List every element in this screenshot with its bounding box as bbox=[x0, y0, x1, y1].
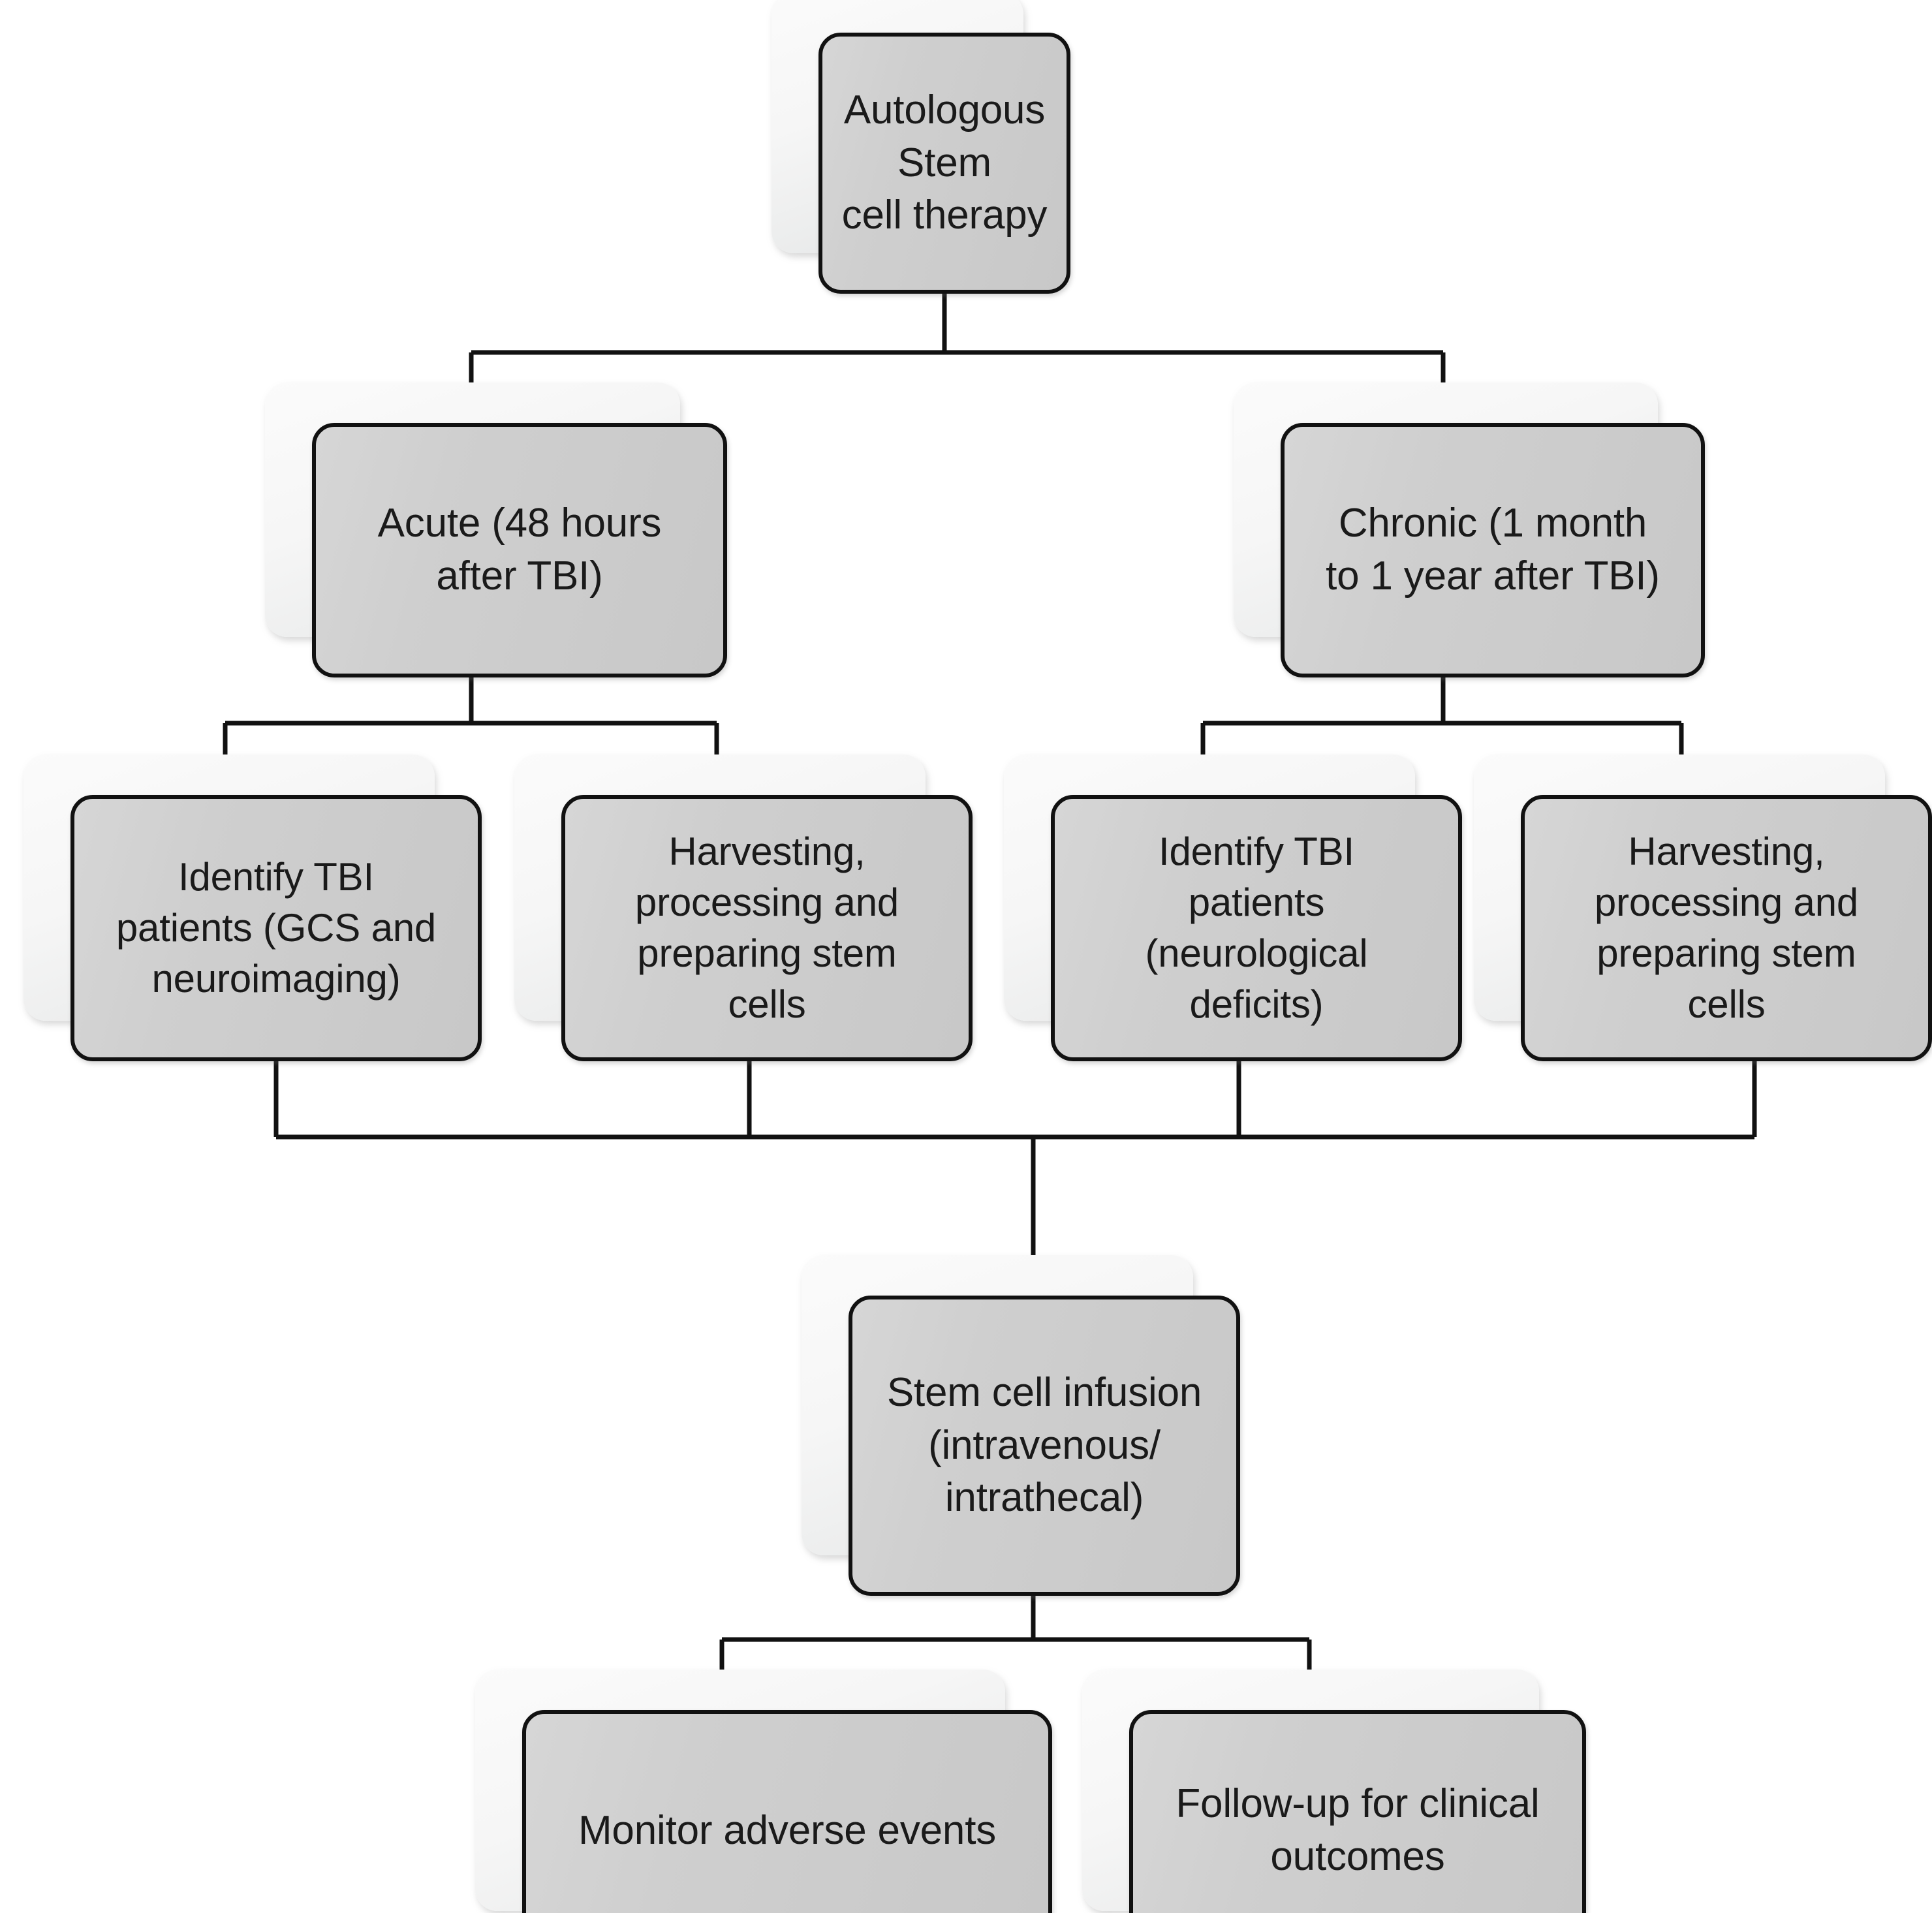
node-card[interactable]: Chronic (1 month to 1 year after TBI) bbox=[1281, 423, 1705, 677]
node-label: Identify TBI patients (GCS and neuroimag… bbox=[116, 855, 437, 1001]
node-followup-clinical-outcomes[interactable]: Follow-up for clinical outcomes bbox=[1082, 1670, 1586, 1913]
node-chronic-identify-tbi-patients[interactable]: Identify TBI patients (neurological defi… bbox=[1004, 754, 1462, 1061]
node-acute-identify-tbi-patients[interactable]: Identify TBI patients (GCS and neuroimag… bbox=[23, 754, 482, 1061]
node-chronic-harvesting-processing[interactable]: Harvesting, processing and preparing ste… bbox=[1474, 754, 1932, 1061]
node-card[interactable]: Identify TBI patients (GCS and neuroimag… bbox=[70, 795, 482, 1061]
node-label: Chronic (1 month to 1 year after TBI) bbox=[1326, 501, 1660, 599]
node-label: Stem cell infusion (intravenous/ intrath… bbox=[886, 1370, 1202, 1521]
node-label: Autologous Stem cell therapy bbox=[841, 87, 1048, 238]
node-label: Monitor adverse events bbox=[578, 1807, 997, 1853]
node-label: Harvesting, processing and preparing ste… bbox=[1594, 830, 1859, 1026]
node-label: Acute (48 hours after TBI) bbox=[377, 501, 662, 599]
node-card[interactable]: Follow-up for clinical outcomes bbox=[1129, 1710, 1586, 1913]
node-label: Identify TBI patients (neurological defi… bbox=[1145, 830, 1368, 1026]
node-acute-harvesting-processing[interactable]: Harvesting, processing and preparing ste… bbox=[514, 754, 973, 1061]
node-card[interactable]: Stem cell infusion (intravenous/ intrath… bbox=[849, 1296, 1240, 1596]
node-card[interactable]: Autologous Stem cell therapy bbox=[818, 33, 1070, 294]
node-autologous-stem-cell-therapy[interactable]: Autologous Stem cell therapy bbox=[771, 0, 1070, 294]
node-stem-cell-infusion[interactable]: Stem cell infusion (intravenous/ intrath… bbox=[802, 1255, 1240, 1596]
node-monitor-adverse-events[interactable]: Monitor adverse events bbox=[475, 1670, 1052, 1913]
node-card[interactable]: Acute (48 hours after TBI) bbox=[312, 423, 727, 677]
node-card[interactable]: Monitor adverse events bbox=[522, 1710, 1052, 1913]
node-card[interactable]: Harvesting, processing and preparing ste… bbox=[1521, 795, 1932, 1061]
node-card[interactable]: Identify TBI patients (neurological defi… bbox=[1051, 795, 1462, 1061]
node-label: Harvesting, processing and preparing ste… bbox=[634, 830, 899, 1026]
node-acute-phase[interactable]: Acute (48 hours after TBI) bbox=[265, 382, 727, 677]
node-chronic-phase[interactable]: Chronic (1 month to 1 year after TBI) bbox=[1234, 382, 1705, 677]
node-card[interactable]: Harvesting, processing and preparing ste… bbox=[561, 795, 973, 1061]
node-label: Follow-up for clinical outcomes bbox=[1176, 1781, 1540, 1879]
